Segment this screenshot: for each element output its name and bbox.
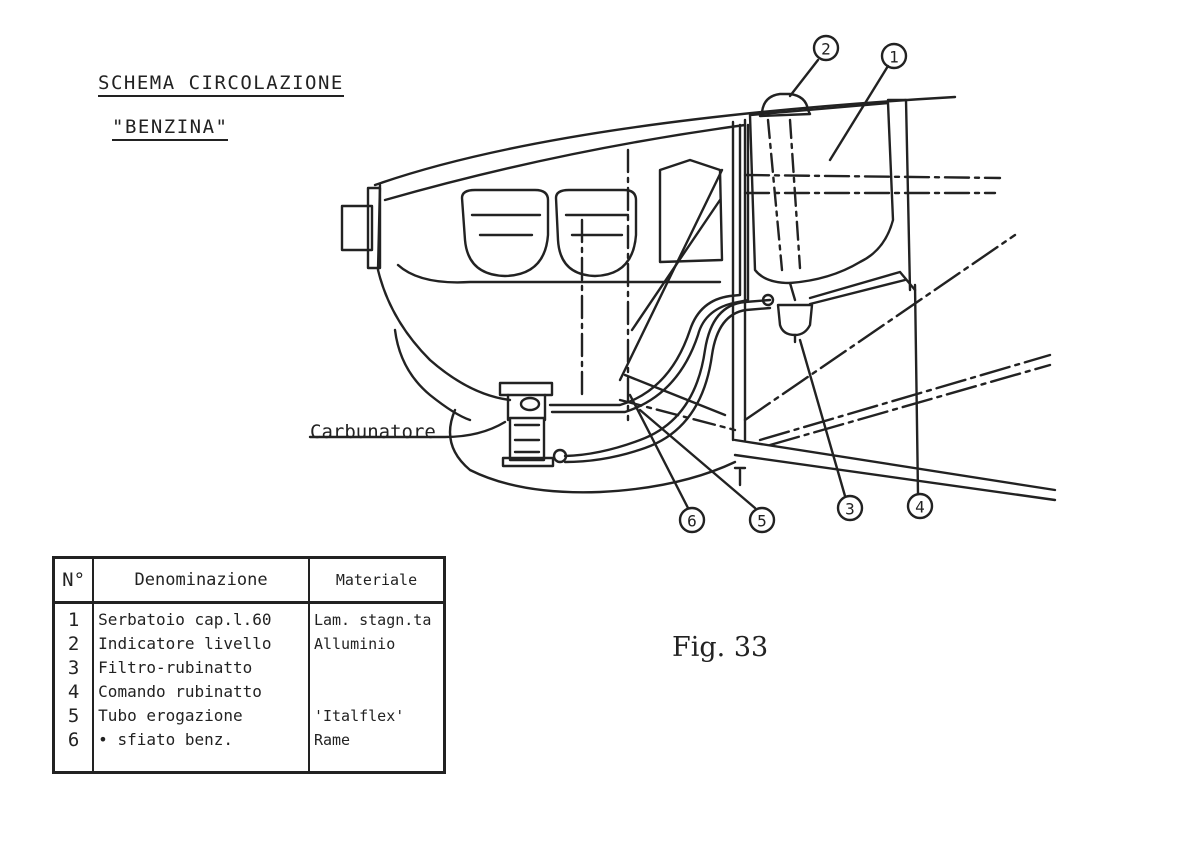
row-material <box>314 656 439 680</box>
carburetor-bowl <box>508 416 546 462</box>
callout-circle-6 <box>678 506 706 534</box>
carburetor-fitting <box>552 448 568 464</box>
callout-circle-3 <box>836 494 864 522</box>
engine-mount-diag-2 <box>630 198 722 332</box>
callout-label-1: 1 <box>889 48 899 67</box>
leader-5 <box>638 408 757 510</box>
leader-3 <box>798 338 847 498</box>
table-header-row: N° Denominazione Materiale <box>52 556 446 604</box>
row-name: Serbatoio cap.l.60 <box>98 610 272 629</box>
header-name: Denominazione <box>92 556 310 604</box>
callout-circle-1 <box>880 42 908 70</box>
row-number: 5 <box>67 705 80 727</box>
row-name: Tubo erogazione <box>98 706 243 725</box>
row-name: Filtro-rubinatto <box>98 658 253 677</box>
lower-longeron <box>733 438 1057 492</box>
filter-bowl <box>776 303 814 337</box>
fuselage-longeron-dash <box>743 173 1002 180</box>
rear-diagonal-3 <box>768 363 1052 447</box>
carburetor-bowl-ribs <box>513 423 541 454</box>
row-number: 1 <box>67 609 80 631</box>
header-material: Materiale <box>307 556 446 604</box>
diagram-title: SCHEMA CIRCOLAZIONE <box>98 72 344 97</box>
tank-inner-line <box>766 118 802 272</box>
carburetor-leader <box>308 420 507 439</box>
propeller-hub <box>340 204 374 252</box>
figure-caption: Fig. 33 <box>672 632 769 663</box>
engine-mount-diag <box>618 168 724 382</box>
cylinder-1-inner <box>470 213 542 237</box>
control-lever <box>733 466 747 487</box>
supply-hose-2 <box>563 306 772 464</box>
row-material: Lam. stagn.ta <box>313 611 432 629</box>
cylinder-1 <box>460 188 550 278</box>
cowling-belly <box>448 408 737 494</box>
cylinder-2-inner <box>564 213 630 237</box>
material-column: Lam. stagn.ta Alluminio 'Italflex' Rame <box>307 602 446 773</box>
cylinder-2 <box>554 188 638 278</box>
row-material: Alluminio <box>313 635 396 653</box>
callout-label-3: 3 <box>845 500 855 519</box>
carburetor-top <box>498 381 554 397</box>
tap-control-rod-2 <box>808 278 907 306</box>
callout-circle-2 <box>812 34 840 62</box>
row-number: 4 <box>67 681 80 703</box>
number-column: 1 2 3 4 5 6 <box>52 602 95 773</box>
tap-control-rod <box>808 270 917 300</box>
fuel-tank <box>748 101 895 285</box>
level-indicator <box>758 92 812 118</box>
row-number: 6 <box>67 729 80 751</box>
leader-1 <box>828 64 890 162</box>
leader-4 <box>913 283 920 496</box>
supply-hose <box>563 298 772 458</box>
name-column: Serbatoio cap.l.60 Indicatore livello Fi… <box>92 602 310 773</box>
callout-label-4: 4 <box>915 498 925 517</box>
lower-longeron-2 <box>733 453 1057 502</box>
callout-label-2: 2 <box>821 40 831 59</box>
carburetor-body <box>506 393 547 422</box>
crankcase-line <box>396 263 722 284</box>
carburetor-float <box>519 396 541 412</box>
carburetor-base <box>501 456 555 468</box>
row-material <box>314 680 439 704</box>
callout-label-5: 5 <box>757 512 767 531</box>
rear-diagonal-2 <box>758 353 1052 442</box>
parts-table: N° Denominazione Materiale 1 2 3 4 5 6 S… <box>52 556 446 774</box>
vent-line-2 <box>550 123 750 414</box>
cowling-lower <box>393 328 472 422</box>
diagram-subtitle: "BENZINA" <box>112 116 229 141</box>
leader-2 <box>788 58 820 98</box>
row-material: Rame <box>313 731 351 749</box>
cowling-front <box>376 183 512 402</box>
rear-diagonal-1 <box>743 233 1017 422</box>
header-number: N° <box>52 556 95 604</box>
row-name: • sfiato benz. <box>98 730 234 749</box>
vent-line <box>548 123 742 407</box>
lower-frame-2 <box>623 373 727 417</box>
fuselage-top-line <box>373 95 957 187</box>
carburetor-label: Carbunatore <box>310 421 436 443</box>
callout-label-6: 6 <box>687 512 697 531</box>
cylinder-3 <box>658 158 724 264</box>
table-row: 1 2 3 4 5 6 Serbatoio cap.l.60 Indicator… <box>52 602 446 773</box>
row-number: 2 <box>67 633 80 655</box>
leader-6 <box>628 393 690 510</box>
row-number: 3 <box>67 657 80 679</box>
callout-circle-5 <box>748 506 776 534</box>
row-name: Comando rubinatto <box>98 682 262 701</box>
tank-to-filter-line <box>788 281 797 302</box>
row-name: Indicatore livello <box>98 634 272 653</box>
fuselage-top-inner <box>383 123 747 202</box>
callout-circle-4 <box>906 492 934 520</box>
fuselage-longeron-top <box>886 98 912 292</box>
row-material: 'Italflex' <box>313 707 405 725</box>
